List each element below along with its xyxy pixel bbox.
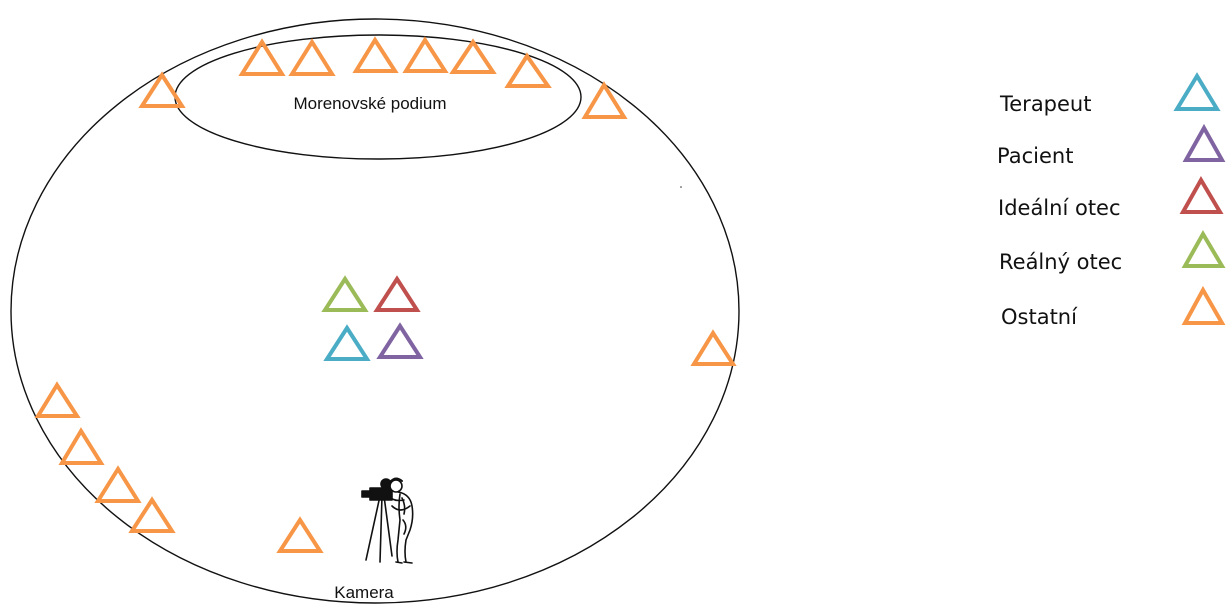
- speck: [680, 186, 682, 188]
- participant-other: [94, 465, 142, 503]
- legend-icon-idealni-otec: [1179, 176, 1224, 214]
- participant-pacient: [376, 322, 424, 359]
- participant-other: [690, 329, 737, 366]
- participant-terapeut: [323, 324, 371, 361]
- legend-icon-terapeut: [1173, 72, 1221, 111]
- participant-other: [449, 38, 497, 74]
- legend-label-idealni-otec: Ideální otec: [998, 196, 1121, 220]
- legend-icon-pacient: [1182, 123, 1226, 162]
- participant-idealni-otec: [373, 275, 421, 312]
- cameraman-icon: [361, 477, 414, 564]
- participant-other: [288, 38, 336, 76]
- participant-other: [402, 36, 449, 73]
- participant-realny-otec: [321, 275, 369, 312]
- participant-other: [34, 381, 81, 418]
- legend-label-terapeut: Terapeut: [999, 92, 1091, 116]
- participant-other: [352, 36, 399, 73]
- participant-other: [581, 81, 628, 119]
- camera-label: Kamera: [334, 583, 394, 602]
- legend: Terapeut Pacient Ideální otec Reálný ote…: [997, 72, 1226, 329]
- legend-label-realny-otec: Reálný otec: [999, 250, 1122, 274]
- participant-other: [504, 52, 552, 88]
- legend-icon-ostatni: [1181, 285, 1226, 325]
- room-boundary: [10, 18, 740, 604]
- legend-label-ostatni: Ostatní: [1001, 305, 1078, 329]
- stage-label: Morenovské podium: [293, 94, 446, 113]
- legend-icon-realny-otec: [1181, 230, 1226, 268]
- participant-other: [138, 71, 186, 108]
- participant-other: [128, 496, 176, 533]
- participant-other: [58, 427, 105, 465]
- participant-other: [276, 516, 324, 553]
- others-group: [34, 36, 737, 553]
- legend-label-pacient: Pacient: [997, 144, 1073, 168]
- participant-other: [238, 38, 286, 76]
